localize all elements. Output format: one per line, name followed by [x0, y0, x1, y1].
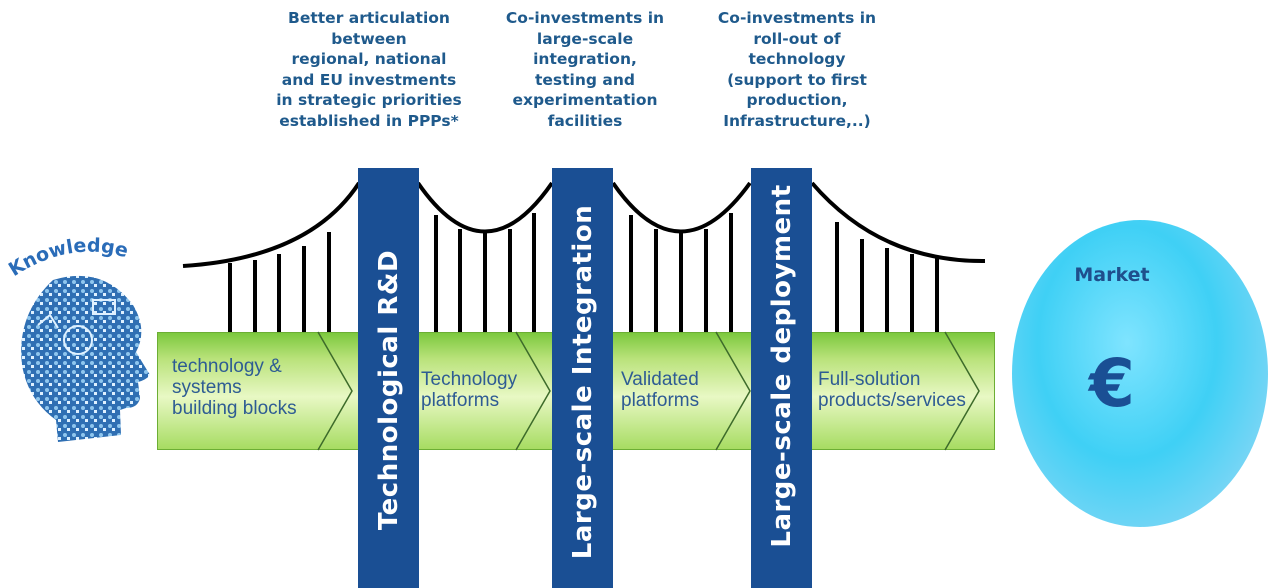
- pillar-label-large-scale-integration: Large-scale Integration: [568, 204, 598, 560]
- pillar-large-scale-integration: [552, 168, 613, 588]
- pillar-label-large-scale-deployment: Large-scale deployment: [767, 184, 797, 548]
- bridge-cables: [182, 181, 986, 268]
- bridge-hangers: [228, 213, 939, 332]
- knowledge-title: Knowledge: [5, 235, 131, 281]
- note-integration-facilities: Co-investments in large-scale integratio…: [505, 9, 665, 130]
- market-circle: [1012, 220, 1268, 527]
- pillar-label-technological-rd: Technological R&D: [374, 249, 404, 531]
- note-rollout: Co-investments in roll-out of technology…: [717, 9, 877, 130]
- market-label: Market: [1074, 264, 1150, 286]
- euro-icon: €: [1089, 345, 1135, 422]
- stage-validated-platforms: Validated platforms: [621, 369, 700, 411]
- pillar-technological-rd: [358, 168, 419, 588]
- knowledge-head-icon: [21, 275, 150, 442]
- pillar-large-scale-deployment: [751, 168, 812, 588]
- stage-technology-platforms: Technology platforms: [421, 369, 518, 411]
- note-articulation: Better articulation between regional, na…: [276, 9, 462, 130]
- stage-building-blocks: technology & systems building blocks: [172, 356, 297, 419]
- stage-full-solution: Full-solution products/services: [818, 369, 966, 411]
